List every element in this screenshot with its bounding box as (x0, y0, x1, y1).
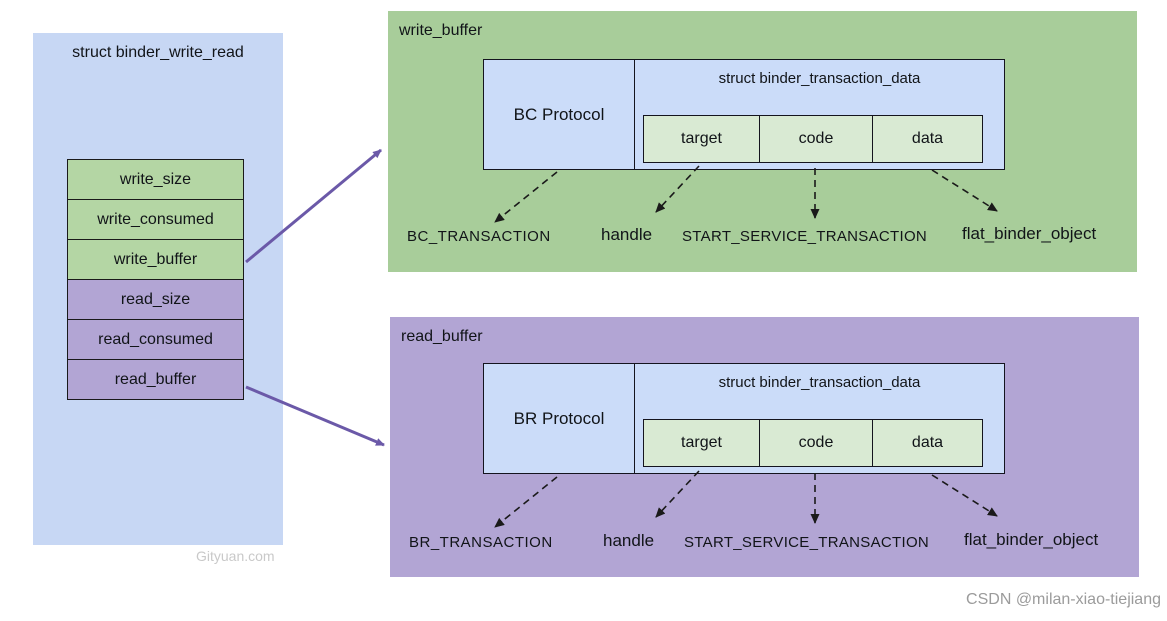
field-row-write-size: write_size (67, 159, 244, 200)
gityuan-watermark: Gityuan.com (196, 548, 275, 564)
cell-code: code (759, 419, 873, 467)
cell-code: code (759, 115, 873, 163)
annotation-handle: handle (601, 225, 653, 244)
transaction-data-cells: target code data (643, 115, 983, 163)
read-transaction-data-box: struct binder_transaction_data target co… (634, 363, 1005, 474)
struct-field-table: write_size write_consumed write_buffer r… (67, 159, 244, 400)
annotation-br-transaction: BR_TRANSACTION (409, 534, 553, 551)
annotation-handle: handle (603, 531, 655, 550)
write-transaction-data-box: struct binder_transaction_data target co… (634, 59, 1005, 170)
field-label: write_consumed (97, 210, 214, 228)
binder-write-read-panel: struct binder_write_read write_size writ… (33, 33, 283, 545)
br-protocol-label: BR Protocol (513, 408, 605, 428)
annotation-flat-binder-object: flat_binder_object (962, 224, 1097, 243)
annotation-bc-transaction: BC_TRANSACTION (407, 228, 551, 245)
bc-protocol-label: BC Protocol (513, 104, 605, 124)
cell-data: data (872, 419, 983, 467)
field-row-read-size: read_size (67, 279, 244, 320)
transaction-data-title: struct binder_transaction_data (718, 70, 921, 87)
annotation-flat-binder-object: flat_binder_object (964, 530, 1099, 549)
cell-data: data (872, 115, 983, 163)
field-label: read_size (120, 290, 191, 308)
field-row-write-buffer: write_buffer (67, 239, 244, 280)
read-buffer-panel: read_buffer BR Protocol struct binder_tr… (390, 317, 1139, 577)
write-buffer-panel-label: write_buffer (399, 22, 483, 39)
field-label: read_consumed (98, 330, 213, 348)
annotation-start-service-transaction: START_SERVICE_TRANSACTION (684, 534, 930, 551)
bc-protocol-box: BC Protocol (483, 59, 635, 170)
cell-target: target (643, 115, 760, 163)
cell-target: target (643, 419, 760, 467)
write-buffer-panel: write_buffer BC Protocol struct binder_t… (388, 11, 1137, 272)
csdn-watermark: CSDN @milan-xiao-tiejiang (966, 591, 1161, 608)
field-label: write_size (119, 170, 192, 188)
struct-title: struct binder_write_read (72, 44, 244, 61)
transaction-data-cells: target code data (643, 419, 983, 467)
field-row-read-buffer: read_buffer (67, 359, 244, 400)
field-label: read_buffer (114, 370, 197, 388)
field-label: write_buffer (113, 250, 198, 268)
annotation-start-service-transaction: START_SERVICE_TRANSACTION (682, 228, 928, 245)
read-buffer-panel-label: read_buffer (401, 328, 483, 345)
field-row-read-consumed: read_consumed (67, 319, 244, 360)
br-protocol-box: BR Protocol (483, 363, 635, 474)
field-row-write-consumed: write_consumed (67, 199, 244, 240)
transaction-data-title: struct binder_transaction_data (718, 374, 921, 391)
